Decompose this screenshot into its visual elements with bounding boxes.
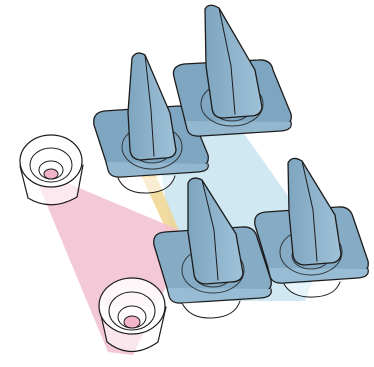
post-back-right <box>173 5 291 136</box>
cup-front <box>99 278 166 352</box>
cup-left <box>20 135 83 205</box>
